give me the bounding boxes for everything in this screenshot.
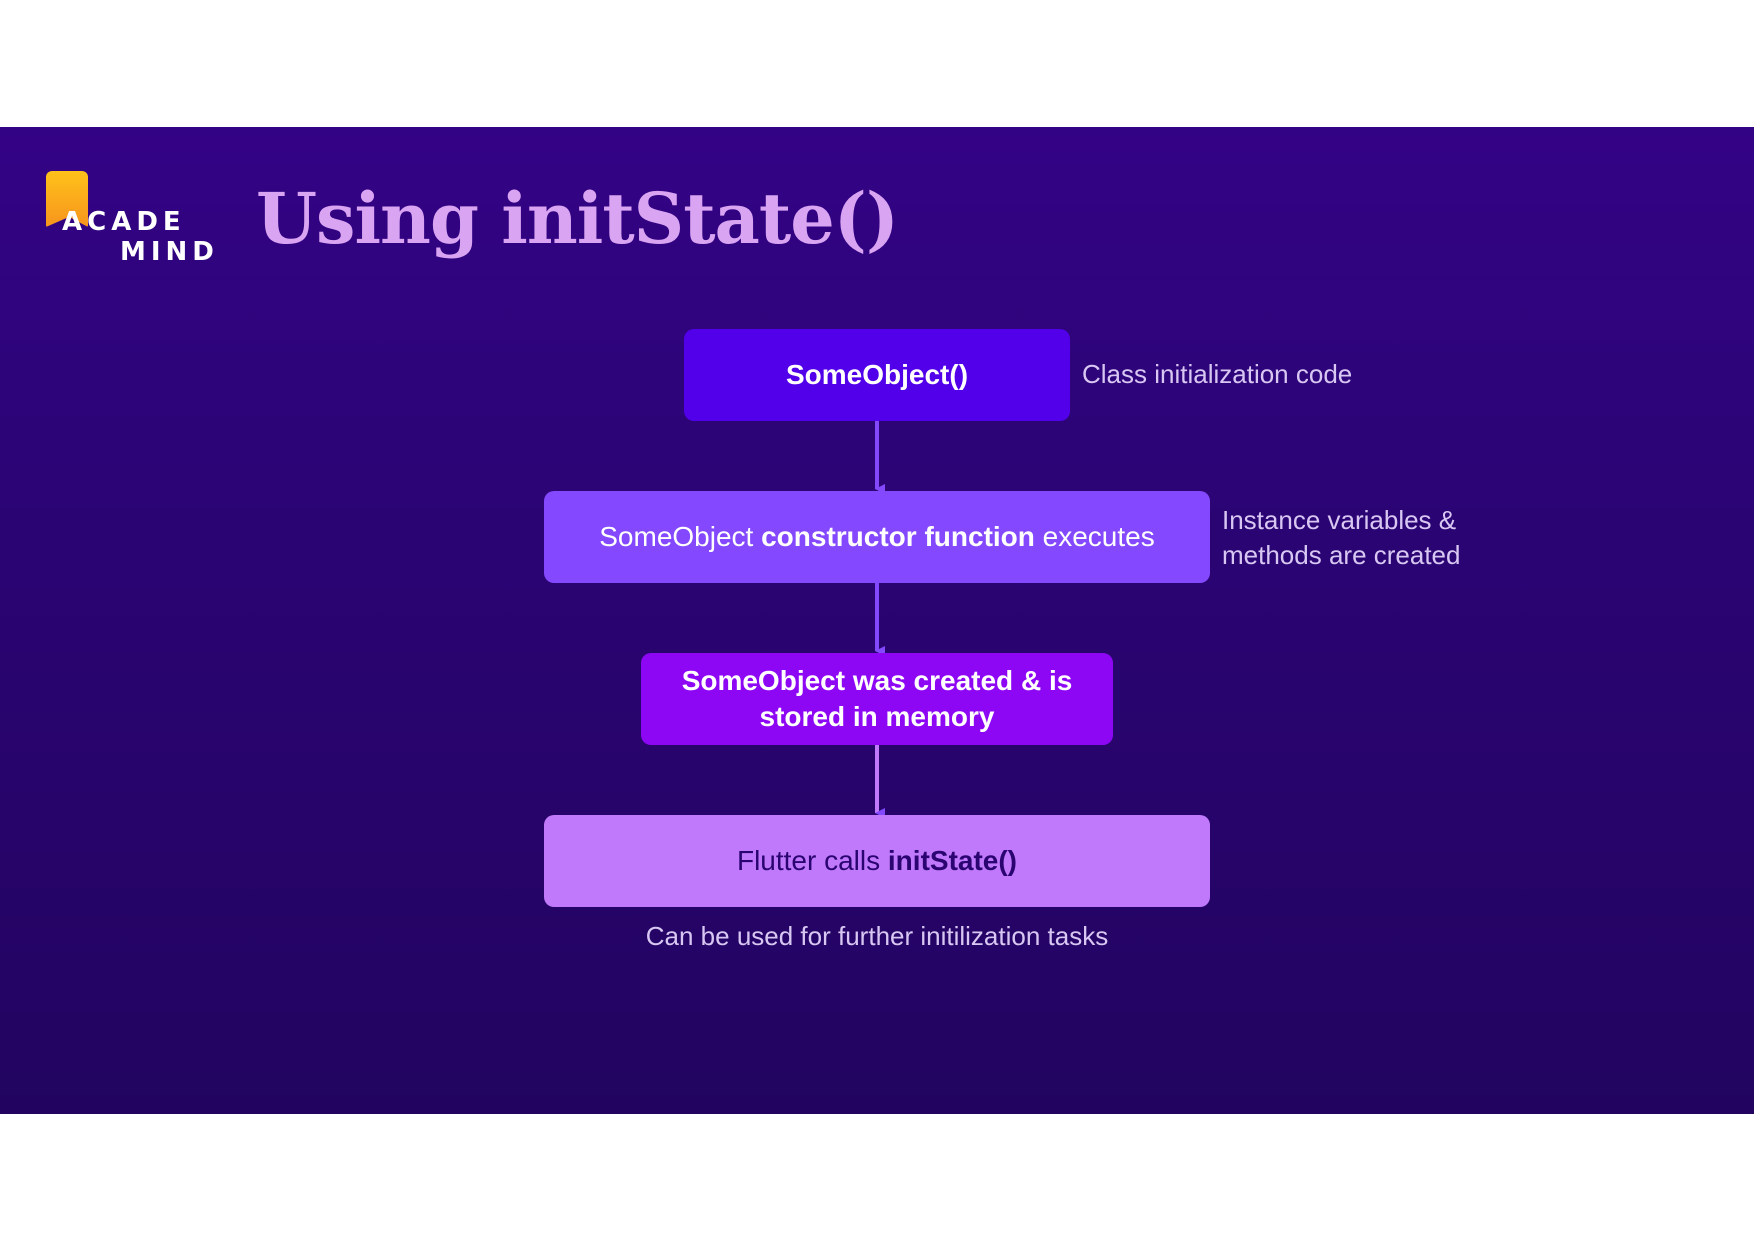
step2-label-bold: constructor function: [761, 521, 1035, 552]
step2-label-pre: SomeObject: [599, 521, 762, 552]
step1-label: SomeObject(): [785, 359, 969, 390]
step2-label-post: executes: [1034, 521, 1155, 552]
logo-bookmark-icon: [46, 171, 88, 227]
step3-label-line1: SomeObject was created & is: [681, 665, 1073, 696]
step-flutter-calls-initstate: Flutter calls initState(): [544, 815, 1210, 907]
step-constructor-executes: SomeObject constructor function executes: [544, 491, 1210, 583]
slide: ACADE MIND Using initState() SomeObject(…: [0, 127, 1754, 1114]
step4-note: Can be used for further initilization ta…: [645, 921, 1109, 951]
step2-note-line2: methods are created: [1222, 540, 1461, 570]
step1-note: Class initialization code: [1082, 359, 1353, 389]
step4-label-bold: initState(): [887, 845, 1018, 876]
step2-note-line1: Instance variables &: [1222, 505, 1457, 535]
step-object-stored: SomeObject was created & is stored in me…: [641, 653, 1113, 745]
step-someobject-call: SomeObject(): [684, 329, 1070, 421]
slide-title: Using initState(): [256, 177, 899, 260]
academind-logo: ACADE MIND: [44, 171, 214, 267]
step4-label-pre: Flutter calls: [736, 845, 888, 876]
logo-text-bottom: MIND: [120, 237, 219, 267]
step2-note: Instance variables & methods are created: [1222, 503, 1460, 573]
logo-text-top: ACADE: [62, 207, 186, 237]
flow-arrows: [875, 421, 885, 818]
step3-label-line2: stored in memory: [759, 701, 995, 732]
